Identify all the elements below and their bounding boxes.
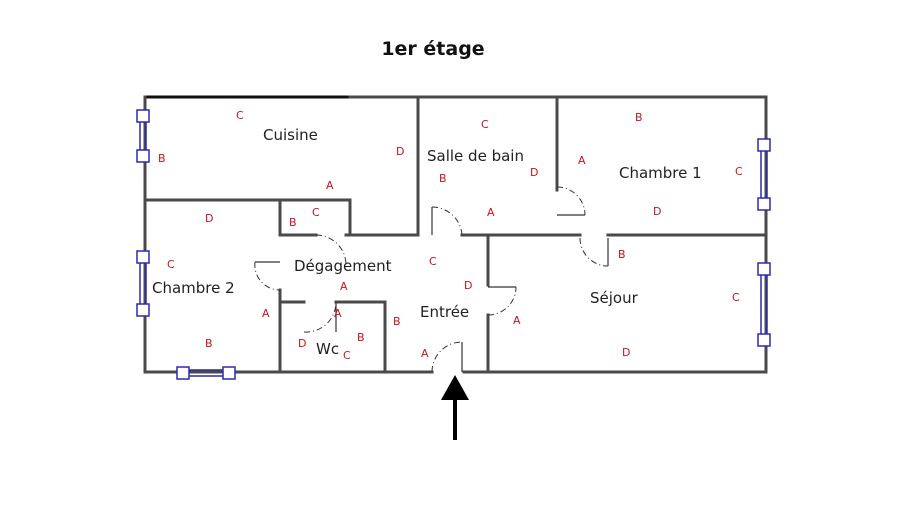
door-sdb	[431, 206, 463, 236]
label-sejour-a: A	[513, 314, 521, 327]
label-sdb-a: A	[487, 206, 495, 219]
walls	[143, 95, 768, 374]
room-degagement: Dégagement	[294, 257, 392, 275]
label-wc-d: D	[298, 337, 306, 350]
label-entree-d: D	[464, 279, 472, 292]
label-wc-b: B	[357, 331, 365, 344]
door-sejour	[487, 286, 517, 316]
door-entree	[431, 341, 463, 373]
label-entree-a: A	[421, 347, 429, 360]
label-sdb-c: C	[481, 118, 489, 131]
room-sejour: Séjour	[590, 289, 639, 307]
label-entree-c: C	[429, 255, 437, 268]
label-deg-b: B	[289, 216, 297, 229]
room-salle-de-bain: Salle de bain	[427, 147, 524, 165]
label-cuisine-d: D	[396, 145, 404, 158]
door-deg	[315, 234, 347, 266]
label-sejour-c: C	[732, 291, 740, 304]
label-ch1-b: B	[635, 111, 643, 124]
windows	[136, 109, 771, 380]
door-ch1-b	[579, 237, 609, 267]
label-ch1-d: D	[653, 205, 661, 218]
label-deg-c: C	[312, 206, 320, 219]
label-sdb-d: D	[530, 166, 538, 179]
door-wc	[303, 301, 337, 333]
label-ch1-c: C	[735, 165, 743, 178]
label-ch2-c: C	[167, 258, 175, 271]
room-entree: Entrée	[420, 303, 469, 321]
label-sdb-b: B	[439, 172, 447, 185]
label-wc-a: A	[334, 307, 342, 320]
room-names: Cuisine Salle de bain Chambre 1 Chambre …	[152, 126, 702, 358]
label-wc-c: C	[343, 349, 351, 362]
label-cuisine-b: B	[158, 152, 166, 165]
label-ch2-b: B	[205, 337, 213, 350]
room-cuisine: Cuisine	[263, 126, 318, 144]
label-sejour-d: D	[622, 346, 630, 359]
label-cuisine-c: C	[236, 109, 244, 122]
room-wc: Wc	[316, 340, 339, 358]
arrow-up-icon	[441, 375, 469, 440]
label-cuisine-a: A	[326, 179, 334, 192]
room-chambre-1: Chambre 1	[619, 164, 702, 182]
room-chambre-2: Chambre 2	[152, 279, 235, 297]
label-ch2-a: A	[262, 307, 270, 320]
label-ch2-d: D	[205, 212, 213, 225]
label-ch1-a: A	[578, 154, 586, 167]
plan-title: 1er étage	[381, 38, 485, 60]
door-ch1	[556, 186, 586, 216]
doors	[254, 186, 609, 373]
label-deg-a: A	[340, 280, 348, 293]
door-ch2	[254, 261, 281, 291]
wall-labels: C B D A C B D A B A C D B D C A B B C A …	[158, 109, 743, 362]
label-ch1-b2: B	[618, 248, 626, 261]
label-entree-b: B	[393, 315, 401, 328]
